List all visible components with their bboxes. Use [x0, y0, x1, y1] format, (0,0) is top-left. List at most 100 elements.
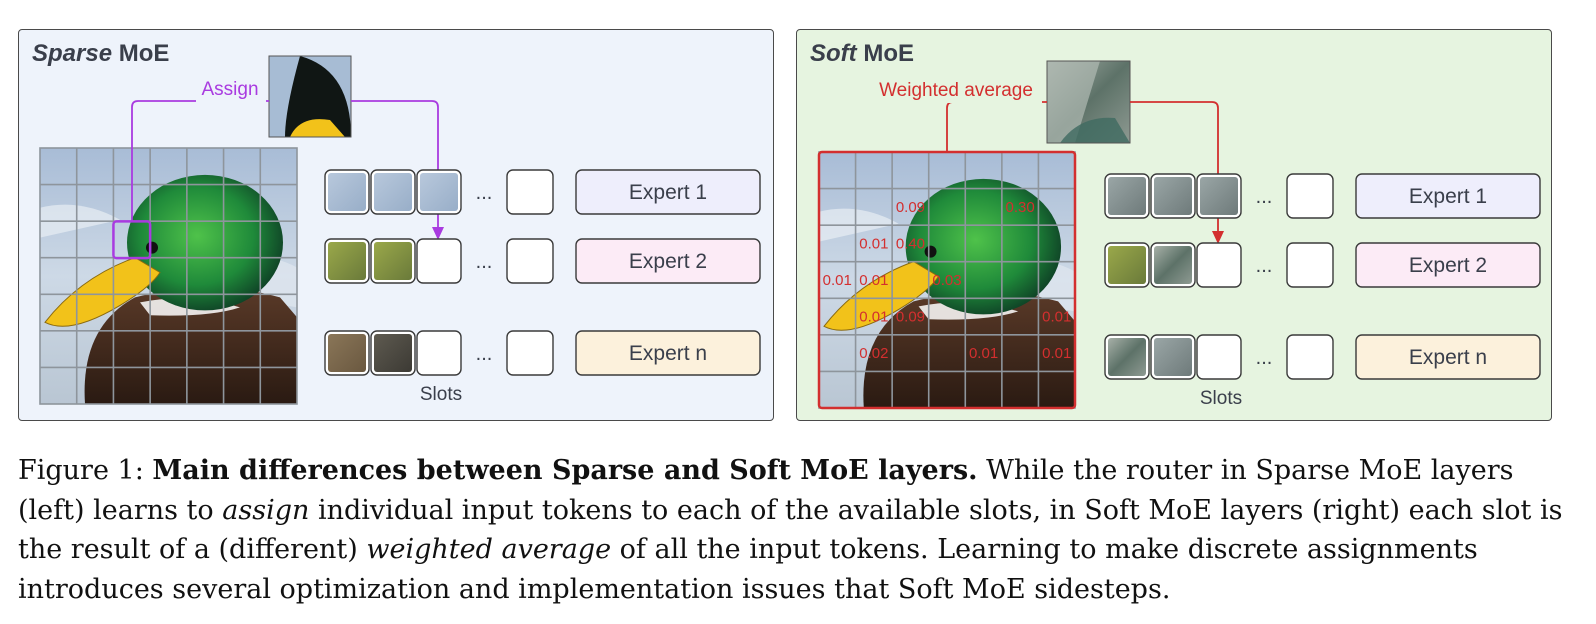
soft-title-italic: Soft: [810, 40, 857, 67]
sparse-slot-rows: ... Expert 1... Expert 2... Expert n Slots: [324, 169, 761, 405]
duck-head: [127, 174, 283, 311]
soft-input-image: [819, 152, 1075, 408]
sparse-title-rest: MoE: [118, 40, 170, 67]
slot-token-image: [1200, 177, 1238, 215]
patch-light-area: [1047, 61, 1100, 143]
expert-box-3: [1355, 334, 1541, 380]
slot-token-image: [1154, 177, 1192, 215]
expert-box-2: [1355, 242, 1541, 288]
expert-label-3: Expert n: [629, 342, 707, 365]
assigned-patch-image: [268, 55, 352, 138]
weighted-average-label-background: [870, 77, 1042, 103]
assign-label: Assign: [201, 79, 258, 100]
caption-label: Figure 1:: [18, 455, 144, 486]
caption-italic-weighted-average: weighted average: [366, 534, 612, 565]
slot-row-2: ... Expert 2: [324, 238, 761, 284]
slot-token-image: [1108, 338, 1146, 376]
weight-label: 0.40: [896, 235, 925, 252]
slot-token-image: [328, 173, 366, 211]
weight-label: 0.01: [859, 272, 888, 289]
weight-label: 0.09: [896, 199, 925, 216]
selected-token-highlight: [112, 220, 152, 260]
weighted-average-label: Weighted average: [879, 80, 1033, 101]
slot-token-image: [420, 173, 458, 211]
grid-border: [39, 147, 298, 405]
duck-eye: [146, 241, 158, 254]
slot-row-1: ... Expert 1: [324, 169, 761, 215]
slot-ellipsis: ...: [476, 343, 493, 365]
expert-box-2: [575, 238, 761, 284]
expert-label-2: Expert 2: [1409, 254, 1487, 277]
duck-body: [84, 287, 297, 404]
figure-caption: Figure 1: Main differences between Spars…: [18, 451, 1578, 609]
slot-ellipsis: ...: [1256, 255, 1273, 277]
patch-border: [268, 55, 352, 138]
soft-title-rest: MoE: [863, 40, 914, 67]
slot-token-image: [328, 334, 366, 372]
weighted-average-patch-image: [1046, 60, 1131, 144]
weight-label: 0.01: [859, 309, 888, 326]
caption-italic-assign: assign: [222, 494, 310, 526]
slot-last: [506, 169, 554, 215]
weight-label: 0.09: [896, 309, 925, 326]
sparse-input-image: [40, 148, 297, 404]
slot: [1196, 334, 1242, 380]
slot-row-3: ... Expert n: [324, 330, 761, 376]
soft-slot-rows: ... Expert 1... Expert 2... Expert n Slots: [1104, 173, 1541, 409]
weight-label: 0.02: [859, 345, 888, 362]
slot-last: [506, 330, 554, 376]
slot-token-image: [374, 334, 412, 372]
caption-part3: of all the input tokens. Learning to mak…: [18, 534, 1478, 605]
slots-label: Slots: [420, 384, 462, 405]
moe-diagram: Assign ... Expert 1... Expert 2... Expert n…: [39, 55, 1541, 410]
assign-arrowhead: [432, 227, 444, 240]
weight-label: 0.30: [1006, 199, 1035, 216]
duck-body: [863, 291, 1075, 408]
expert-label-2: Expert 2: [629, 250, 707, 273]
weight-label: 0.01: [859, 235, 888, 252]
slot-row-2: ... Expert 2: [1104, 242, 1541, 288]
slot-token-image: [328, 242, 366, 280]
soft-weight-labels: 0.09 0.30 0.01 0.40 0.01 0.01 0.03 0.01 0.09 0.01…: [823, 199, 1072, 362]
caption-part2: individual input tokens to each of the a…: [18, 494, 1563, 566]
slot-ellipsis: ...: [476, 251, 493, 273]
slot-ellipsis: ...: [1256, 347, 1273, 369]
slots-label: Slots: [1200, 388, 1242, 409]
duck-bill: [823, 261, 940, 331]
expert-box-3: [575, 330, 761, 376]
assign-label-background: [196, 76, 266, 102]
slot-ellipsis: ...: [476, 182, 493, 204]
patch-bill: [290, 119, 345, 137]
slot-ellipsis: ...: [1256, 186, 1273, 208]
slot-token-image: [374, 173, 412, 211]
sparse-title-italic: Sparse: [32, 40, 113, 67]
slot-row-3: ... Expert n: [1104, 334, 1541, 380]
slot-last: [1286, 173, 1334, 219]
sparse-moe-title: Sparse MoE: [32, 40, 169, 68]
slot-last: [506, 238, 554, 284]
slot-row-1: ... Expert 1: [1104, 173, 1541, 219]
soft-moe-title: Soft MoE: [810, 40, 914, 68]
duck-bill: [44, 257, 161, 327]
patch-dark-area: [285, 56, 351, 137]
duck-eye: [924, 245, 937, 258]
expert-label-3: Expert n: [1409, 346, 1487, 369]
weight-label: 0.03: [932, 272, 961, 289]
weighted-average-arrowhead: [1212, 231, 1224, 244]
expert-label-1: Expert 1: [1409, 185, 1487, 208]
expert-box-1: [1355, 173, 1541, 219]
slot-token-image: [1108, 246, 1146, 284]
expert-label-1: Expert 1: [629, 181, 707, 204]
sparse-diagram: Assign ... Expert 1... Expert 2... Expert n…: [39, 55, 761, 405]
slot-token-image: [374, 242, 412, 280]
duck-head: [905, 178, 1062, 315]
slot: [416, 238, 462, 284]
slot: [1196, 242, 1242, 288]
sparse-token-grid: [39, 147, 298, 405]
slot-last: [1286, 334, 1334, 380]
weight-label: 0.01: [1042, 345, 1071, 362]
caption-bold: Main differences between Sparse and Soft…: [152, 455, 978, 486]
weight-label: 0.01: [969, 345, 998, 362]
assign-arrow: [131, 100, 439, 228]
caption-part1: While the router in Sparse MoE layers (l…: [18, 455, 1514, 526]
